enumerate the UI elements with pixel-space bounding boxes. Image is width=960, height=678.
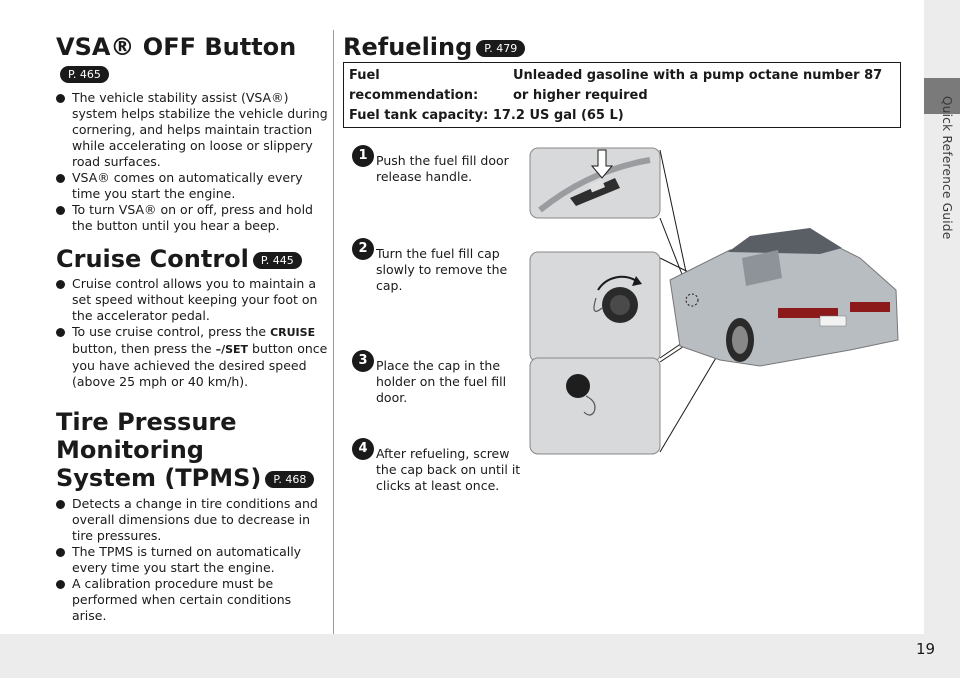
tpms-bullets: Detects a change in tire conditions and …	[56, 496, 328, 624]
list-item: Cruise control allows you to maintain a …	[56, 276, 328, 324]
bullet-icon	[56, 94, 65, 103]
fuel-tank-row: Fuel tank capacity: 17.2 US gal (65 L)	[349, 107, 624, 125]
step-number-icon: 2	[352, 238, 374, 260]
fuel-info-box: Fuel recommendation: Unleaded gasoline wi…	[343, 62, 901, 128]
cruise-bullets: Cruise control allows you to maintain a …	[56, 276, 328, 390]
vsa-page-ref[interactable]: P. 465	[60, 66, 109, 83]
fuel-tank-label: Fuel tank capacity:	[349, 108, 489, 123]
fuel-recommendation-row: Fuel recommendation: Unleaded gasoline wi…	[349, 66, 893, 106]
step-text: Turn the fuel fill cap slowly to remove …	[376, 246, 508, 293]
list-item: Detects a change in tire conditions and …	[56, 496, 328, 544]
step-text: Push the fuel fill door release handle.	[376, 153, 509, 184]
column-divider	[333, 30, 334, 634]
bullet-icon	[56, 328, 65, 337]
list-item: VSA® comes on automatically every time y…	[56, 170, 328, 202]
vsa-title: VSA® OFF ButtonP. 465	[56, 33, 297, 83]
set-button-label: –/SET	[215, 343, 249, 356]
fuel-recommendation-label: Fuel recommendation:	[349, 68, 479, 103]
step-text: Place the cap in the holder on the fuel …	[376, 358, 507, 405]
side-tab	[924, 78, 960, 114]
panel-cap-holder	[529, 357, 661, 455]
step-text: After refueling, screw the cap back on u…	[376, 446, 521, 493]
list-item: A calibration procedure must be performe…	[56, 576, 328, 624]
tpms-page-ref[interactable]: P. 468	[265, 471, 315, 488]
fuel-recommendation-value: Unleaded gasoline with a pump octane num…	[513, 68, 883, 103]
step-1: 1 Push the fuel fill door release handle…	[352, 145, 522, 185]
bottom-band	[0, 634, 960, 678]
car-image	[669, 228, 899, 367]
panel-fuel-cap-turn	[529, 251, 661, 363]
vsa-section: VSA® OFF ButtonP. 465 The vehicle stabil…	[56, 34, 328, 234]
list-item: To turn VSA® on or off, press and hold t…	[56, 202, 328, 234]
list-item: The vehicle stability assist (VSA®) syst…	[56, 90, 328, 170]
bullet-icon	[56, 174, 65, 183]
cruise-page-ref[interactable]: P. 445	[252, 252, 302, 269]
step-2: 2 Turn the fuel fill cap slowly to remov…	[352, 238, 522, 294]
bullet-icon	[56, 280, 65, 289]
left-column: VSA® OFF ButtonP. 465 The vehicle stabil…	[56, 34, 328, 624]
list-item: To use cruise control, press the CRUISE …	[56, 324, 328, 390]
list-item: The TPMS is turned on automatically ever…	[56, 544, 328, 576]
vsa-bullets: The vehicle stability assist (VSA®) syst…	[56, 90, 328, 234]
refueling-page-ref[interactable]: P. 479	[476, 40, 526, 57]
bullet-icon	[56, 500, 65, 509]
side-label: Quick Reference Guide	[940, 96, 954, 240]
cruise-button-label: CRUISE	[270, 326, 316, 339]
step-number-icon: 3	[352, 350, 374, 372]
step-4: 4 After refueling, screw the cap back on…	[352, 438, 522, 494]
step-number-icon: 1	[352, 145, 374, 167]
bullet-icon	[56, 206, 65, 215]
panel-fuel-door-release	[529, 147, 661, 219]
bullet-icon	[56, 548, 65, 557]
bullet-icon	[56, 580, 65, 589]
refueling-illustration	[529, 147, 899, 455]
page-number: 19	[916, 640, 936, 658]
step-number-icon: 4	[352, 438, 374, 460]
fuel-tank-value: 17.2 US gal (65 L)	[492, 108, 624, 123]
step-3: 3 Place the cap in the holder on the fue…	[352, 350, 522, 406]
